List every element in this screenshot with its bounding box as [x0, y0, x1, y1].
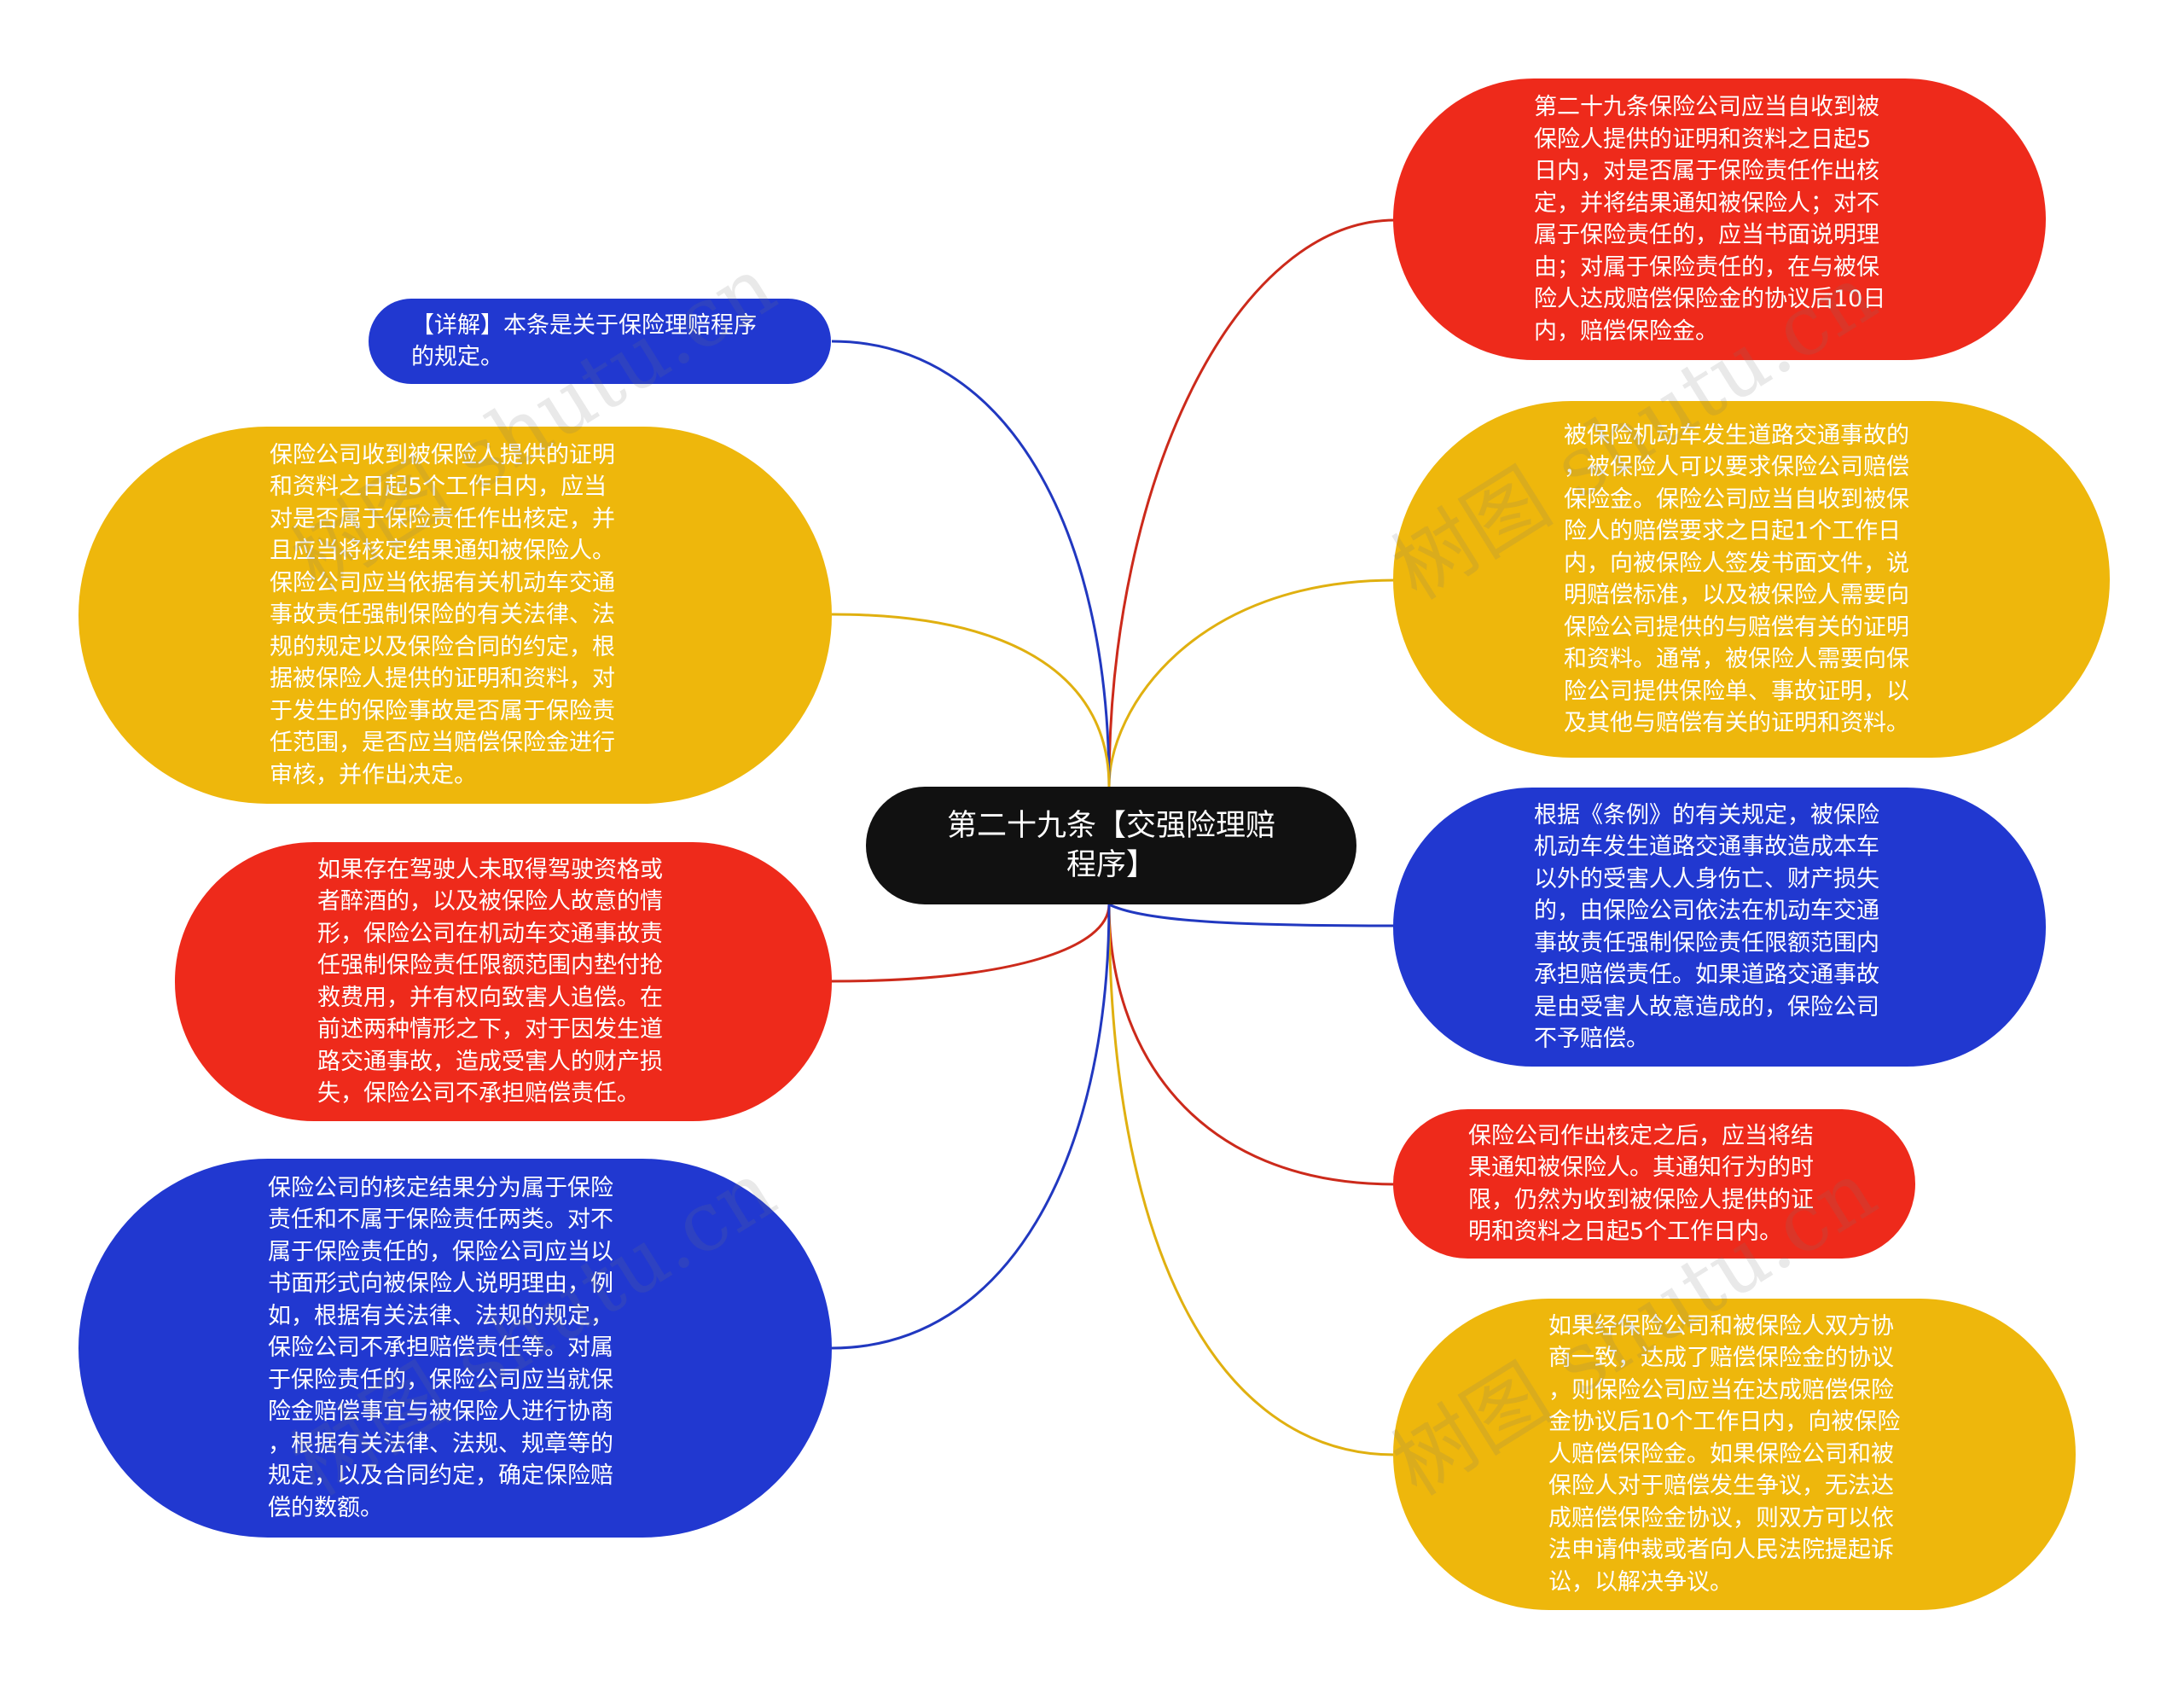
node-right-1-text: 第二十九条保险公司应当自收到被 保险人提供的证明和资料之日起5 日内，对是否属于… [1534, 94, 1886, 345]
central-topic-title: 第二十九条【交强险理赔 程序】 [946, 809, 1275, 882]
node-right-4[interactable]: 保险公司作出核定之后，应当将结 果通知被保险人。其通知行为的时 限，仍然为收到被… [1393, 1109, 1915, 1259]
node-right-3-text: 根据《条例》的有关规定，被保险 机动车发生道路交通事故造成本车 以外的受害人人身… [1534, 801, 1879, 1053]
node-right-4-text: 保险公司作出核定之后，应当将结 果通知被保险人。其通知行为的时 限，仍然为收到被… [1468, 1122, 1814, 1246]
link-left-2 [831, 613, 1111, 788]
node-right-3[interactable]: 根据《条例》的有关规定，被保险 机动车发生道路交通事故造成本车 以外的受害人人身… [1393, 788, 2046, 1067]
node-right-2[interactable]: 被保险机动车发生道路交通事故的 ，被保险人可以要求保险公司赔偿 保险金。保险公司… [1393, 401, 2110, 758]
node-left-1[interactable]: 【详解】本条是关于保险理赔程序 的规定。 [369, 299, 831, 384]
link-right-2 [1107, 578, 1396, 788]
link-left-3 [831, 904, 1111, 983]
link-right-3 [1108, 903, 1396, 927]
link-right-4 [1107, 904, 1396, 1186]
node-right-5[interactable]: 如果经保险公司和被保险人双方协 商一致，达成了赔偿保险金的协议 ，则保险公司应当… [1393, 1299, 2076, 1610]
link-right-1 [1107, 218, 1396, 788]
link-left-4 [831, 904, 1111, 1350]
node-left-2-text: 保险公司收到被保险人提供的证明 和资料之日起5个工作日内，应当 对是否属于保险责… [270, 441, 615, 788]
node-right-2-text: 被保险机动车发生道路交通事故的 ，被保险人可以要求保险公司赔偿 保险金。保险公司… [1564, 422, 1909, 737]
node-left-2[interactable]: 保险公司收到被保险人提供的证明 和资料之日起5个工作日内，应当 对是否属于保险责… [78, 427, 832, 804]
node-right-5-text: 如果经保险公司和被保险人双方协 商一致，达成了赔偿保险金的协议 ，则保险公司应当… [1548, 1312, 1901, 1596]
link-left-1 [831, 340, 1111, 788]
node-left-1-text: 【详解】本条是关于保险理赔程序 的规定。 [411, 311, 757, 371]
node-left-3-text: 如果存在驾驶人未取得驾驶资格或 者醉酒的，以及被保险人故意的情 形，保险公司在机… [317, 856, 663, 1108]
node-left-4-text: 保险公司的核定结果分为属于保险 责任和不属于保险责任两类。对不 属于保险责任的，… [268, 1174, 613, 1521]
node-left-3[interactable]: 如果存在驾驶人未取得驾驶资格或 者醉酒的，以及被保险人故意的情 形，保险公司在机… [175, 842, 832, 1121]
central-topic[interactable]: 第二十九条【交强险理赔 程序】 [866, 787, 1356, 904]
node-left-4[interactable]: 保险公司的核定结果分为属于保险 责任和不属于保险责任两类。对不 属于保险责任的，… [78, 1159, 832, 1538]
node-right-1[interactable]: 第二十九条保险公司应当自收到被 保险人提供的证明和资料之日起5 日内，对是否属于… [1393, 78, 2046, 360]
link-right-5 [1107, 904, 1396, 1456]
